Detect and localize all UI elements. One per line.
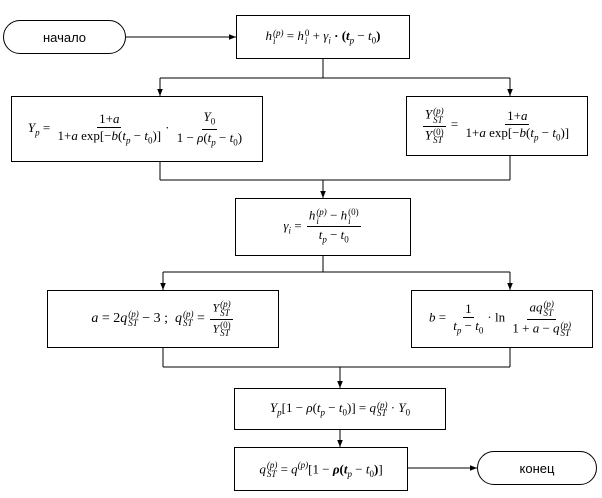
end-label: конец <box>519 460 555 476</box>
step5-box: Yp[1 − ρ(tp − t0)] = q(p)ST · Y0 <box>234 388 446 430</box>
start-terminal: начало <box>3 20 126 54</box>
step5-formula: Yp[1 − ρ(tp − t0)] = q(p)ST · Y0 <box>269 399 411 419</box>
end-terminal: конец <box>477 451 597 485</box>
step6-box: q(p)ST = q(p)[1 − ρ(tp − t0)] <box>234 447 408 491</box>
step6-formula: q(p)ST = q(p)[1 − ρ(tp − t0)] <box>259 459 383 479</box>
start-label: начало <box>42 29 87 45</box>
